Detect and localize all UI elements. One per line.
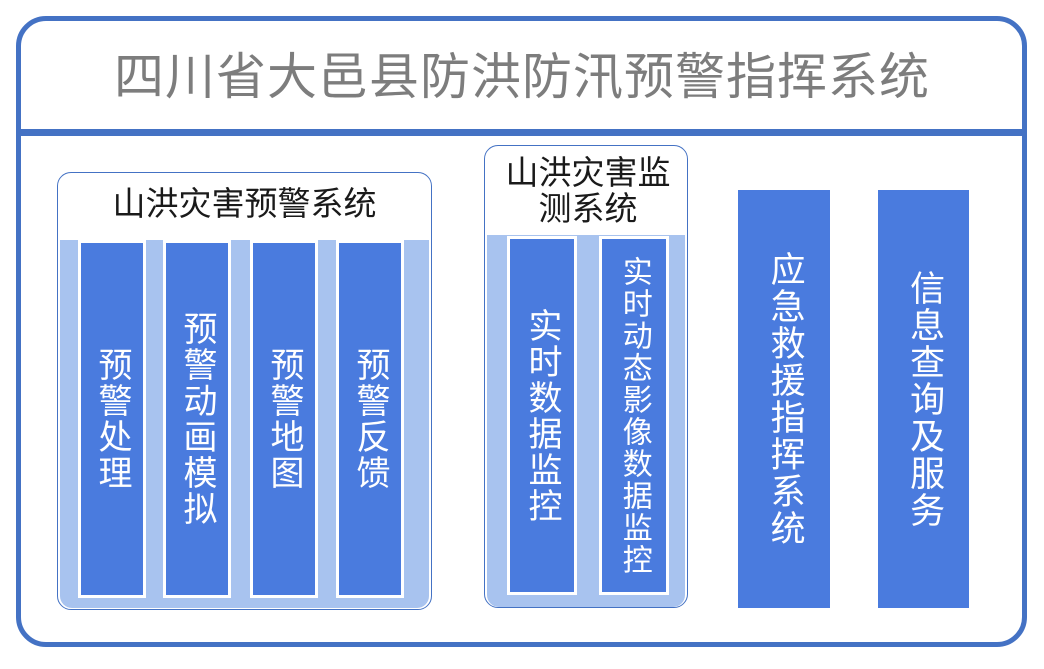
page-title: 四川省大邑县防洪防汛预警指挥系统 bbox=[114, 48, 930, 106]
module-warning-processing[interactable]: 预警处理 bbox=[78, 240, 146, 598]
group-title-monitoring-system: 山洪灾害监测系统 bbox=[505, 153, 671, 228]
module-label: 预警处理 bbox=[92, 347, 133, 491]
module-warning-feedback[interactable]: 预警反馈 bbox=[336, 240, 404, 598]
header-divider bbox=[21, 129, 1022, 136]
module-label: 预警地图 bbox=[264, 347, 305, 491]
group-title-warning-system: 山洪灾害预警系统 bbox=[112, 184, 377, 223]
module-emergency-rescue-command-system[interactable]: 应急救援指挥系统 bbox=[738, 190, 830, 608]
module-label: 实时动态影像数据监控 bbox=[616, 255, 652, 576]
module-warning-map[interactable]: 预警地图 bbox=[250, 240, 318, 598]
module-label: 预警动画模拟 bbox=[177, 311, 218, 527]
module-label: 预警反馈 bbox=[350, 347, 391, 491]
module-realtime-dynamic-image-data-monitoring[interactable]: 实时动态影像数据监控 bbox=[599, 236, 669, 595]
module-label: 应急救援指挥系统 bbox=[764, 251, 805, 547]
module-label: 实时数据监控 bbox=[522, 307, 563, 524]
module-realtime-data-monitoring[interactable]: 实时数据监控 bbox=[507, 236, 577, 595]
module-warning-animation-simulation[interactable]: 预警动画模拟 bbox=[163, 240, 231, 598]
module-label: 信息查询及服务 bbox=[904, 269, 945, 529]
module-information-query-and-service[interactable]: 信息查询及服务 bbox=[878, 190, 969, 608]
outer-frame-border bbox=[16, 16, 1027, 647]
